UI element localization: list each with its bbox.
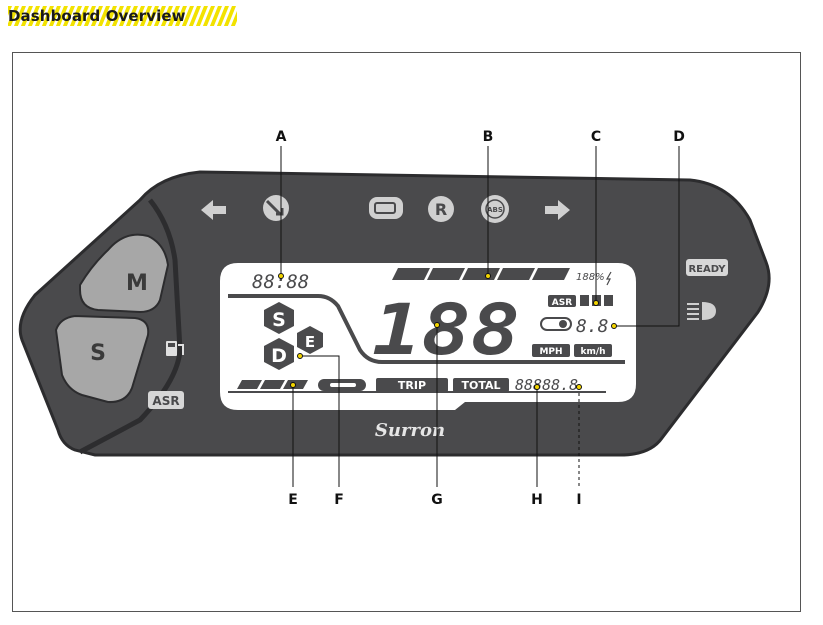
svg-text:km/h: km/h [580, 347, 605, 357]
mode-drive-icon: D [264, 338, 294, 370]
lcd-screen [220, 263, 636, 410]
callout-label-h: H [531, 492, 543, 508]
lightning-icon [605, 271, 612, 286]
svg-text:ASR: ASR [552, 298, 572, 308]
header: Dashboard Overview [8, 6, 240, 26]
brand-logo: Surron [375, 420, 445, 441]
svg-text:S: S [272, 309, 286, 331]
clock-display: 88:88 [252, 271, 309, 293]
battery-bar [392, 268, 570, 280]
callout-label-c: C [591, 129, 601, 145]
callout-label-b: B [483, 129, 494, 145]
figure-frame [12, 52, 801, 612]
svg-text:TRIP: TRIP [398, 379, 426, 392]
asr-side-indicator: ASR [148, 391, 184, 409]
ready-indicator: READY [686, 259, 728, 276]
odometer-display: 88888.8 [515, 376, 578, 394]
battery-percent: 188% [576, 272, 605, 283]
total-label: TOTAL [453, 378, 509, 392]
mode-button-m[interactable]: M [79, 233, 170, 314]
svg-text:R: R [435, 200, 447, 219]
reverse-icon: R [428, 196, 454, 222]
right-turn-icon [545, 200, 570, 220]
unit-mph: MPH [532, 344, 570, 357]
callout-label-g: G [431, 492, 443, 508]
headlight-icon [687, 302, 716, 320]
hill-hold-icon [263, 195, 289, 221]
gear-ratio-icon [540, 317, 572, 331]
charging-icon [166, 341, 184, 356]
small-meter-display: 8.8 [576, 316, 609, 337]
svg-text:TOTAL: TOTAL [461, 379, 500, 392]
engine-warning-icon [369, 197, 403, 219]
svg-text:E: E [305, 333, 315, 351]
svg-text:READY: READY [688, 264, 726, 275]
svg-text:ASR: ASR [152, 394, 179, 408]
page-title: Dashboard Overview [8, 7, 186, 25]
mode-eco-icon: E [297, 326, 323, 354]
header-stripes [8, 6, 237, 26]
trip-label: TRIP [376, 378, 448, 392]
callout-dots [278, 273, 617, 390]
mode-sport-icon: S [264, 302, 294, 334]
svg-text:D: D [271, 345, 287, 367]
abs-icon: ABS [481, 195, 509, 223]
callout-lines [280, 146, 680, 487]
callout-label-a: A [276, 129, 287, 145]
svg-text:ABS: ABS [487, 206, 503, 214]
mode-button-m-label: M [126, 271, 148, 296]
svg-text:MPH: MPH [539, 347, 562, 357]
callout-label-d: D [673, 129, 685, 145]
callout-label-i: I [576, 492, 581, 508]
unit-kmh: km/h [574, 344, 612, 357]
speed-display: 188 [372, 289, 520, 371]
left-turn-icon [201, 200, 226, 220]
thermometer-icon [318, 379, 366, 391]
regen-bar [237, 380, 308, 389]
mode-button-s[interactable]: S [54, 314, 150, 404]
callout-label-e: E [288, 492, 298, 508]
mode-button-s-label: S [90, 341, 106, 366]
callout-label-f: F [334, 492, 344, 508]
